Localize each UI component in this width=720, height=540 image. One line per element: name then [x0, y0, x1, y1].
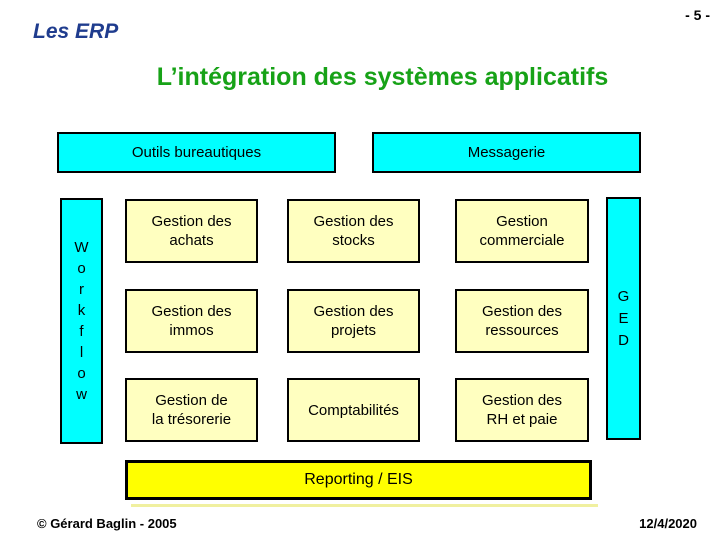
module-comptabilites: Comptabilités — [287, 378, 420, 442]
brand-heading: Les ERP — [33, 20, 119, 43]
workflow-vertical-bar: W o r k f l o w — [60, 198, 103, 444]
module-commerciale: Gestion commerciale — [455, 199, 589, 263]
reporting-eis-box: Reporting / EIS — [125, 460, 592, 500]
reporting-box-shadow — [131, 504, 598, 507]
module-rh-paie: Gestion des RH et paie — [455, 378, 589, 442]
date-text: 12/4/2020 — [639, 516, 697, 531]
module-tresorerie: Gestion de la trésorerie — [125, 378, 258, 442]
module-achats: Gestion des achats — [125, 199, 258, 263]
module-ressources: Gestion des ressources — [455, 289, 589, 353]
module-immos: Gestion des immos — [125, 289, 258, 353]
copyright-text: © Gérard Baglin - 2005 — [37, 516, 177, 531]
slide-title: L’intégration des systèmes applicatifs — [156, 63, 609, 91]
page-number: - 5 - — [685, 7, 710, 23]
module-projets: Gestion des projets — [287, 289, 420, 353]
messaging-box: Messagerie — [372, 132, 641, 173]
module-stocks: Gestion des stocks — [287, 199, 420, 263]
ged-vertical-bar: G E D — [606, 197, 641, 440]
office-tools-box: Outils bureautiques — [57, 132, 336, 173]
